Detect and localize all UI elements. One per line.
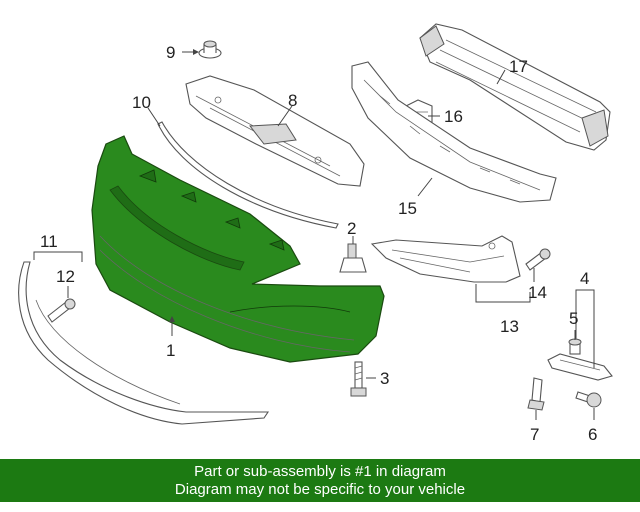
part-11-lower-spoiler[interactable]: [18, 261, 270, 425]
callout-6[interactable]: 6: [588, 425, 597, 444]
bracket-11: [33, 251, 83, 262]
callout-8[interactable]: 8: [288, 91, 297, 110]
leader-8: [277, 105, 293, 127]
part-17-bumper-beam[interactable]: [419, 23, 611, 151]
leader-17: [496, 69, 506, 85]
part-14-bolt[interactable]: [525, 248, 551, 271]
leader-10: [147, 107, 161, 127]
part-13-fog-bracket[interactable]: [370, 235, 521, 283]
part-7-bolt[interactable]: [527, 377, 545, 411]
part-1-bumper-cover[interactable]: [91, 135, 385, 363]
parts-diagram: 17 16 15 9 8 10 2: [18, 23, 613, 444]
callout-5[interactable]: 5: [569, 309, 578, 328]
callout-13[interactable]: 13: [500, 317, 519, 336]
callout-17[interactable]: 17: [509, 57, 528, 76]
part-4-side-bracket[interactable]: [547, 353, 613, 381]
callout-9[interactable]: 9: [166, 43, 175, 62]
part-10-molding-strip[interactable]: [157, 121, 339, 229]
callout-12[interactable]: 12: [56, 267, 75, 286]
part-2-retainer[interactable]: [339, 243, 367, 273]
callout-2[interactable]: 2: [347, 219, 356, 238]
part-15-energy-absorber[interactable]: [351, 61, 557, 203]
banner-line-1: Part or sub-assembly is #1 in diagram: [194, 462, 446, 480]
arrow-9: [193, 49, 199, 55]
info-banner: Part or sub-assembly is #1 in diagram Di…: [0, 459, 640, 502]
callout-1[interactable]: 1: [166, 341, 175, 360]
callout-4[interactable]: 4: [580, 269, 589, 288]
arrow-1: [169, 316, 175, 322]
part-12-bolt[interactable]: [47, 298, 76, 323]
part-8-upper-stay[interactable]: [185, 75, 365, 187]
callout-14[interactable]: 14: [528, 283, 547, 302]
leader-15: [417, 177, 433, 197]
callout-16[interactable]: 16: [444, 107, 463, 126]
banner-line-2: Diagram may not be specific to your vehi…: [174, 480, 466, 498]
callout-3[interactable]: 3: [380, 369, 389, 388]
part-6-bolt[interactable]: [575, 391, 602, 408]
callout-11[interactable]: 11: [40, 232, 58, 251]
part-5-clip[interactable]: [568, 338, 582, 355]
bracket-4: [575, 289, 595, 368]
callout-15[interactable]: 15: [398, 199, 417, 218]
callout-10[interactable]: 10: [132, 93, 151, 112]
part-9-clip[interactable]: [198, 40, 222, 59]
part-3-bolt[interactable]: [350, 361, 367, 397]
callout-7[interactable]: 7: [530, 425, 539, 444]
bracket-13: [475, 284, 531, 303]
